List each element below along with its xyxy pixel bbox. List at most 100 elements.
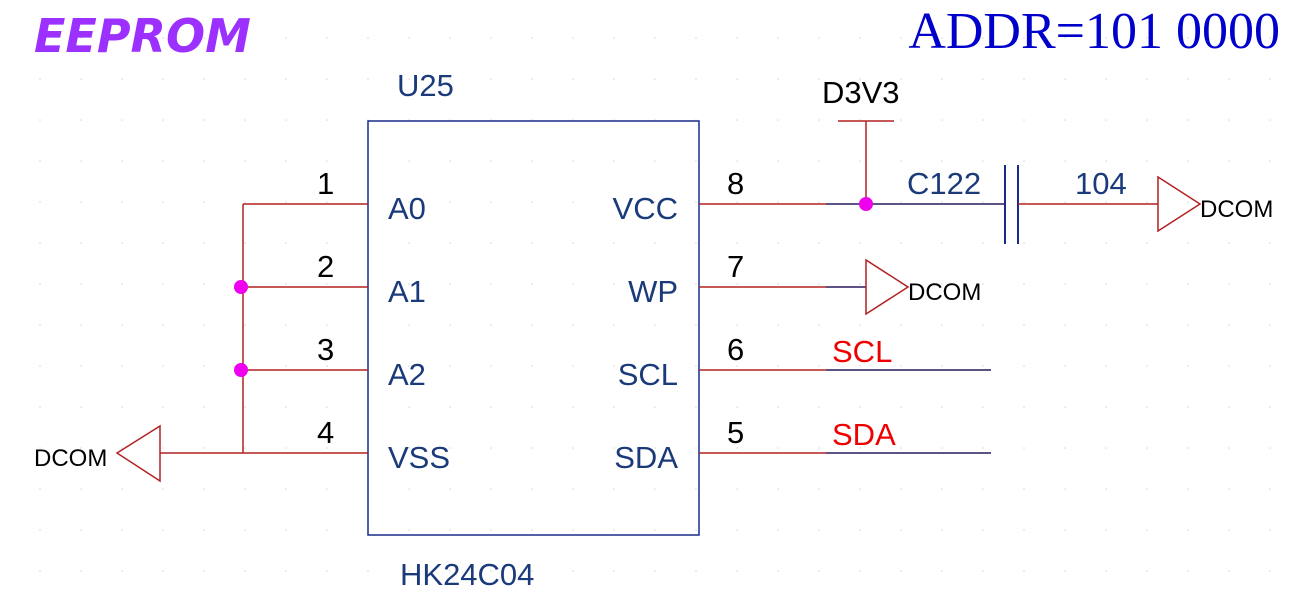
power-label: D3V3	[822, 75, 900, 110]
grid-dot	[982, 160, 984, 162]
grid-dot	[203, 242, 205, 244]
grid-dot	[121, 406, 123, 408]
scl-net-label: SCL	[832, 334, 892, 369]
pin3-name: A2	[388, 357, 426, 392]
grid-dot	[531, 242, 533, 244]
grid-dot	[859, 283, 861, 285]
grid-dot	[777, 242, 779, 244]
grid-dot	[1064, 324, 1066, 326]
grid-dot	[654, 242, 656, 244]
capacitor-designator: C122	[907, 166, 981, 201]
pin4-name: VSS	[388, 440, 450, 475]
ground-label-capacitor: DCOM	[1200, 196, 1273, 223]
grid-dot	[408, 406, 410, 408]
grid-dot	[818, 37, 820, 39]
grid-dot	[695, 324, 697, 326]
grid-dot	[162, 160, 164, 162]
grid-dot	[80, 570, 82, 572]
grid-dot	[121, 488, 123, 490]
ground-symbol-wp	[865, 258, 910, 316]
grid-dot	[1023, 283, 1025, 285]
grid-dot	[982, 529, 984, 531]
grid-dot	[531, 570, 533, 572]
grid-dot	[654, 447, 656, 449]
grid-dot	[408, 201, 410, 203]
grid-dot	[1228, 119, 1230, 121]
grid-dot	[408, 365, 410, 367]
grid-dot	[1064, 160, 1066, 162]
grid-dot	[695, 283, 697, 285]
grid-dot	[531, 447, 533, 449]
grid-dot	[818, 406, 820, 408]
grid-dot	[613, 529, 615, 531]
grid-dot	[900, 201, 902, 203]
grid-dot	[859, 447, 861, 449]
grid-dot	[1105, 324, 1107, 326]
grid-dot	[80, 160, 82, 162]
grid-dot	[326, 78, 328, 80]
grid-dot	[244, 242, 246, 244]
grid-dot	[1023, 406, 1025, 408]
grid-dot	[1146, 242, 1148, 244]
grid-dot	[1146, 119, 1148, 121]
grid-dot	[121, 365, 123, 367]
grid-dot	[285, 283, 287, 285]
grid-dot	[1105, 570, 1107, 572]
junction-vcc	[859, 197, 873, 211]
pin5-name: SDA	[614, 440, 678, 475]
dot-grid	[39, 37, 1271, 572]
grid-dot	[941, 283, 943, 285]
grid-dot	[900, 242, 902, 244]
grid-dot	[941, 119, 943, 121]
grid-dot	[244, 201, 246, 203]
grid-dot	[285, 488, 287, 490]
grid-dot	[39, 365, 41, 367]
grid-dot	[941, 324, 943, 326]
grid-dot	[1269, 160, 1271, 162]
grid-dot	[39, 488, 41, 490]
grid-dot	[654, 283, 656, 285]
grid-dot	[121, 570, 123, 572]
grid-dot	[449, 37, 451, 39]
grid-dot	[613, 283, 615, 285]
grid-dot	[1064, 119, 1066, 121]
grid-dot	[818, 242, 820, 244]
pin6-number: 6	[727, 332, 744, 367]
grid-dot	[531, 201, 533, 203]
grid-dot	[449, 201, 451, 203]
grid-dot	[900, 529, 902, 531]
grid-dot	[1187, 529, 1189, 531]
grid-dot	[203, 78, 205, 80]
grid-dot	[1064, 78, 1066, 80]
grid-dot	[1146, 365, 1148, 367]
grid-dot	[121, 283, 123, 285]
grid-dot	[490, 283, 492, 285]
grid-dot	[449, 570, 451, 572]
grid-dot	[736, 447, 738, 449]
grid-dot	[449, 324, 451, 326]
grid-dot	[613, 160, 615, 162]
grid-dot	[572, 324, 574, 326]
chip-designator: U25	[397, 68, 454, 103]
grid-dot	[1064, 242, 1066, 244]
grid-dot	[1187, 283, 1189, 285]
grid-dot	[1228, 160, 1230, 162]
grid-dot	[1105, 201, 1107, 203]
grid-dot	[736, 201, 738, 203]
grid-dot	[654, 201, 656, 203]
grid-dot	[941, 529, 943, 531]
grid-dot	[695, 160, 697, 162]
grid-dot	[1105, 37, 1107, 39]
grid-dot	[121, 78, 123, 80]
grid-dot	[572, 242, 574, 244]
grid-dot	[818, 570, 820, 572]
grid-dot	[1064, 201, 1066, 203]
grid-dot	[982, 78, 984, 80]
grid-dot	[1228, 570, 1230, 572]
grid-dot	[39, 529, 41, 531]
grid-dot	[39, 160, 41, 162]
grid-dot	[326, 160, 328, 162]
grid-dot	[1269, 365, 1271, 367]
grid-dot	[982, 365, 984, 367]
grid-dot	[777, 324, 779, 326]
